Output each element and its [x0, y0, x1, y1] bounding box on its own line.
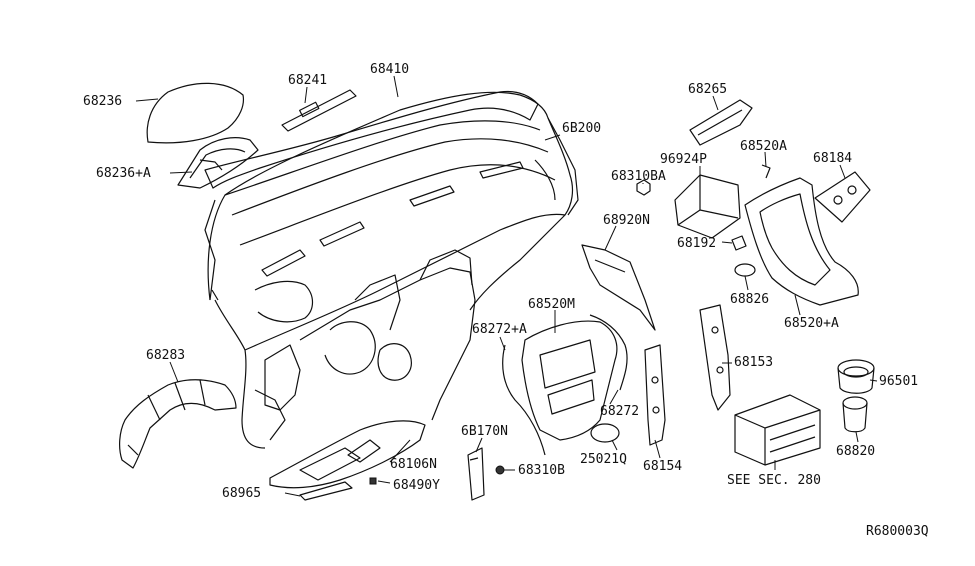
label-68283: 68283 [146, 348, 185, 363]
label-6B170N: 6B170N [461, 424, 508, 439]
leader-lines [135, 75, 878, 497]
audio-unit-drawing [734, 394, 821, 466]
label-68310BA: 68310BA [611, 169, 666, 184]
part-68826-drawing [734, 263, 756, 277]
label-68820: 68820 [836, 444, 875, 459]
label-68153: 68153 [734, 355, 773, 370]
meter-lens-drawing [146, 82, 245, 144]
label-68965: 68965 [222, 486, 261, 501]
part-68184-drawing [814, 171, 871, 223]
label-68520M: 68520M [528, 297, 575, 312]
label-68272: 68272 [600, 404, 639, 419]
side-finisher-drawing [581, 244, 656, 331]
part-labels: 68236 68241 68410 68236+A 6B200 68265 96… [83, 62, 929, 539]
label-68310B: 68310B [518, 463, 565, 478]
reference-code: R680003Q [866, 524, 929, 539]
small-trim-drawing [299, 477, 377, 501]
nut-68310ba-drawing [636, 179, 651, 196]
label-96924P: 96924P [660, 152, 707, 167]
label-96501: 96501 [879, 374, 918, 389]
label-68241: 68241 [288, 73, 327, 88]
label-68272A: 68272+A [472, 322, 527, 337]
label-68236: 68236 [83, 94, 122, 109]
label-68154: 68154 [643, 459, 682, 474]
label-68184: 68184 [813, 151, 852, 166]
label-68106N: 68106N [390, 457, 437, 472]
cup-holder-drawing [837, 359, 875, 394]
ventilator-duct-drawing [119, 379, 237, 469]
label-68520pA: 68520+A [784, 316, 839, 331]
bracket-6b170n-drawing [467, 447, 485, 501]
part-68265-drawing [689, 99, 753, 146]
center-bezel-drawing [521, 320, 618, 441]
clip-68192-drawing [731, 235, 747, 251]
instrument-panel-drawing [204, 91, 579, 449]
label-6B200: 6B200 [562, 121, 601, 136]
trim-strip-left-drawing [502, 344, 546, 456]
clip-68310b-drawing [495, 465, 505, 475]
label-68920N: 68920N [603, 213, 650, 228]
panel-top-pad-drawing [204, 90, 539, 189]
label-68410: 68410 [370, 62, 409, 77]
label-25021Q: 25021Q [580, 452, 627, 467]
label-68826: 68826 [730, 292, 769, 307]
console-finisher-drawing [744, 177, 859, 306]
label-68265: 68265 [688, 82, 727, 97]
display-unit-drawing [674, 174, 741, 239]
see-section-label: SEE SEC. 280 [727, 473, 821, 488]
label-68520A: 68520A [740, 139, 787, 154]
cluster-bezel-drawing [177, 137, 259, 189]
defroster-strip-drawing [281, 89, 357, 132]
ashtray-drawing [842, 396, 868, 433]
bracket-68153-drawing [699, 304, 731, 411]
trim-strip-right-drawing [589, 314, 628, 391]
lower-cover-drawing [269, 420, 426, 489]
label-68490Y: 68490Y [393, 478, 440, 493]
label-68236A: 68236+A [96, 166, 151, 181]
bracket-68154-drawing [644, 344, 666, 446]
sensor-25021q-drawing [590, 423, 620, 443]
label-68192: 68192 [677, 236, 716, 251]
screw-68520a-drawing [761, 164, 771, 179]
